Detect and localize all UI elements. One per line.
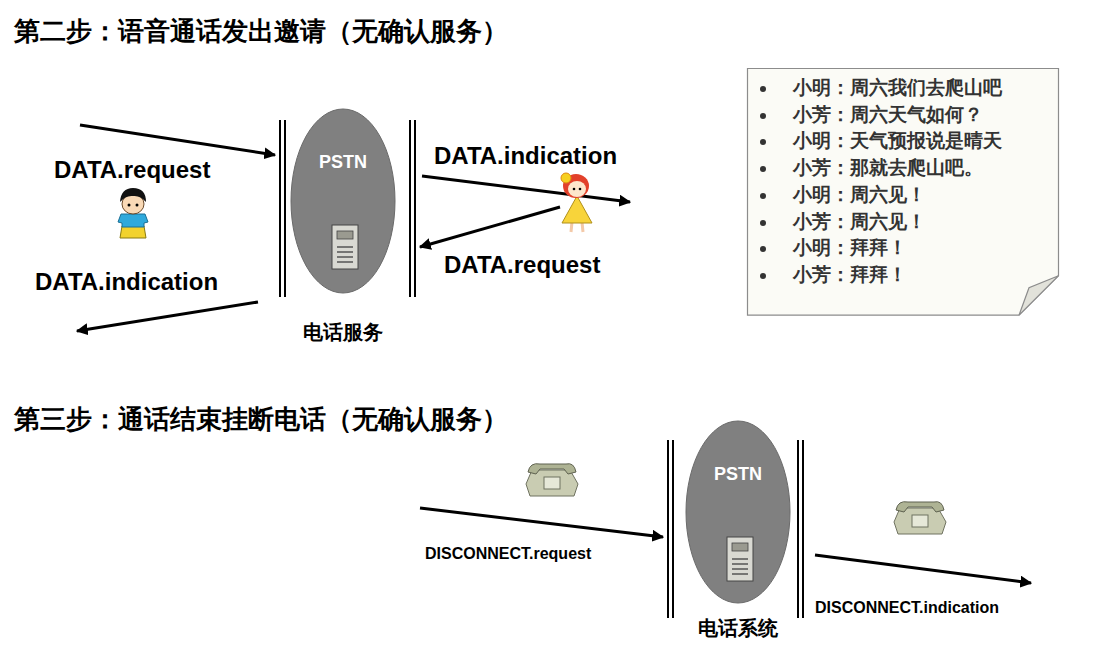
server-slot [337,251,353,253]
girl-eye [573,188,576,191]
primitive-label: DATA.request [442,251,602,279]
boundary-line [284,120,286,297]
network-cloud: PSTN电话系统 [685,420,791,604]
primitive-label: DATA.request [52,156,212,184]
network-name: PSTN [319,152,367,174]
dialogue-line: 小芳：周六见！ [747,210,1059,237]
page-heading: 第二步：语音通话发出邀请（无确认服务） [14,16,508,47]
dialogue-text: 小芳：拜拜！ [793,263,907,286]
boy-eye [136,204,139,207]
telephone-icon [526,464,578,496]
network-caption: 电话服务 [303,320,383,344]
primitive-label: DATA.indication [432,142,619,170]
boundary-line [797,440,799,618]
server-slot [337,246,353,248]
network-caption: 电话系统 [698,616,778,640]
phone-handset [528,464,576,474]
server-icon [332,225,358,269]
network-ellipse [291,109,395,293]
dialogue-text: 小明：周六我们去爬山吧 [793,76,1002,99]
bullet-dot [760,246,766,252]
girl-eye [579,188,582,191]
server-slot [337,256,353,258]
phone-handset [896,502,944,512]
server-panel [337,231,353,239]
girl-figure [561,173,592,232]
dialogue-text: 小芳：那就去爬山吧。 [793,156,983,179]
boy-eye [128,204,131,207]
network-cloud: PSTN电话服务 [290,108,396,294]
dialogue-line: 小芳：周六天气如何？ [747,103,1059,130]
primitive-arrow [80,125,275,155]
girl-dress [562,196,592,223]
server-body [727,537,753,581]
boy-figure [118,188,148,238]
dialogue-text: 小明：周六见！ [793,183,926,206]
server-icon [727,537,753,581]
phone-keypad [912,515,928,527]
primitive-arrow [420,508,663,537]
server-slot [732,573,748,575]
note-fold [1019,276,1059,316]
network-name: PSTN [714,464,762,486]
dialogue-text: 小芳：周六天气如何？ [793,103,983,126]
bullet-dot [760,139,766,145]
girl-face [568,181,586,197]
primitive-label: DATA.indication [33,268,220,296]
dialogue-note: 小明：周六我们去爬山吧小芳：周六天气如何？ 小明：天气预报说是晴天小芳：那就去爬山… [747,68,1059,316]
boundary-line [409,120,411,297]
dialogue-line: 小芳：那就去爬山吧。 [747,156,1059,183]
boy-hair [120,188,146,202]
dialogue-text: 小明：拜拜！ [793,236,907,259]
bullet-dot [760,220,766,226]
bullet-dot [760,193,766,199]
dialogue-line: 小芳：拜拜！ [747,263,1059,290]
boundary-line [672,440,674,618]
network-ellipse [686,421,790,603]
server-slot [732,563,748,565]
primitive-label: DISCONNECT.indication [813,599,1001,617]
girl-flower [561,173,571,183]
dialogue-line: 小明：周六我们去爬山吧 [747,76,1059,103]
node-outline [290,108,396,294]
server-slot [732,568,748,570]
boundary-line [414,120,416,297]
dialogue-text: 小芳：周六见！ [793,210,926,233]
dialogue-line: 小明：天气预报说是晴天 [747,129,1059,156]
server-panel [732,543,748,551]
dialogue-text: 小明：天气预报说是晴天 [793,129,1002,152]
boundary-line [279,120,281,297]
boy-pants [120,226,146,238]
bullet-dot [760,113,766,119]
bullet-dot [760,86,766,92]
boundary-line [802,440,804,618]
bullet-dot [760,166,766,172]
primitive-arrow [422,176,630,202]
dialogue-line: 小明：拜拜！ [747,236,1059,263]
server-slot [337,261,353,263]
primitive-arrow [77,302,258,331]
primitive-arrow [420,207,560,247]
note-outline [748,69,1059,316]
phone-keypad [544,477,560,489]
boundary-line [667,440,669,618]
server-body [332,225,358,269]
boy-shirt [118,214,148,227]
server-slot [732,558,748,560]
dialogue-line: 小明：周六见！ [747,183,1059,210]
node-outline [685,420,791,604]
bullet-dot [760,273,766,279]
primitive-label: DISCONNECT.request [423,545,593,563]
step-heading: 第三步：通话结束挂断电话（无确认服务） [14,404,508,435]
primitive-arrow [815,555,1031,583]
telephone-icon [894,502,946,534]
